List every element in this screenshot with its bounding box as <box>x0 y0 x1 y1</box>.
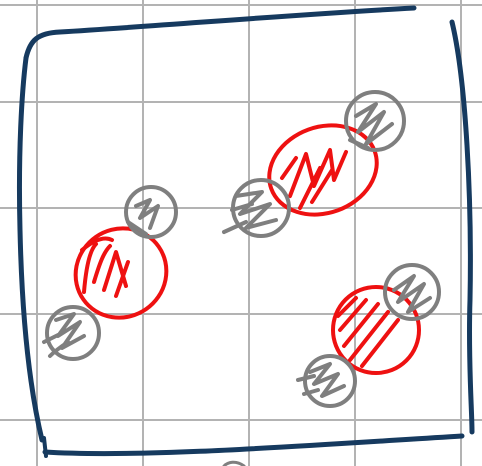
stray-stroke-gray <box>224 462 244 466</box>
terminal-atom-gray-lower-scribble <box>298 364 344 396</box>
molecule-left <box>44 187 184 359</box>
center-atom-scribble <box>82 238 128 296</box>
frame-bottom-edge <box>45 436 462 454</box>
center-atom-scribble <box>282 150 346 208</box>
frame-left-edge <box>19 58 42 440</box>
molecule-top-right <box>224 92 404 236</box>
terminal-atom-gray-upper-scribble <box>350 104 392 148</box>
frame-bottom-stub <box>44 438 46 456</box>
molecule-bottom-right <box>298 265 439 406</box>
